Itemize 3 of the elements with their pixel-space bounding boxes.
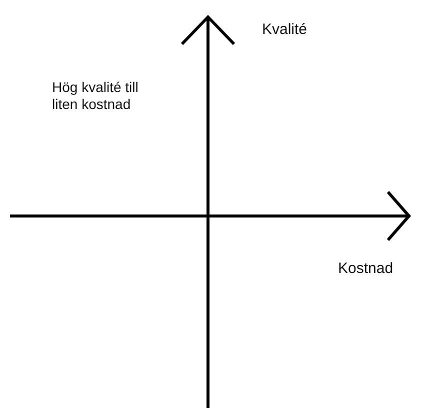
axis-label: Kostnad — [338, 260, 394, 278]
axis-label: Kvalité — [262, 21, 308, 39]
axis-label: Hög kvalité till liten kostnad — [52, 79, 140, 113]
